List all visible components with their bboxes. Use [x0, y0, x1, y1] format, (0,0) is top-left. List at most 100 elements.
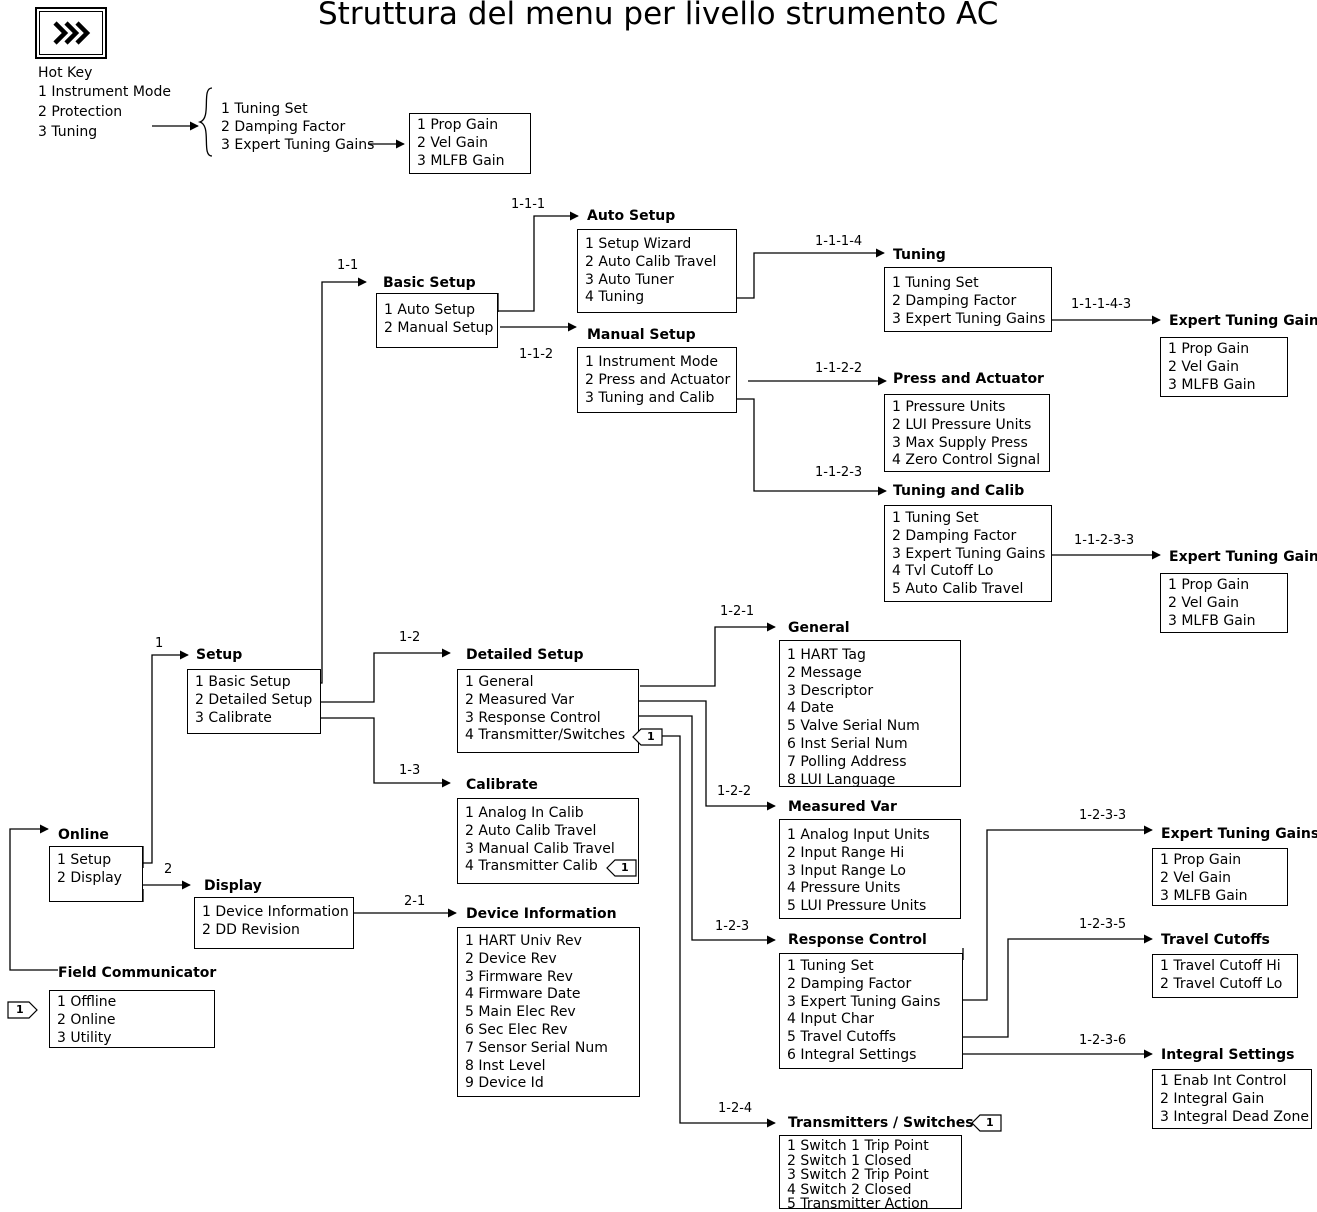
pressure-units-item[interactable]: 1 Pressure Units [892, 399, 1006, 415]
main-elec-rev-item[interactable]: 5 Main Elec Rev [465, 1004, 576, 1021]
hotkey-tuning-item: 2 Damping Factor [221, 119, 346, 135]
hotkey-tuning-list: 1 Tuning Set 2 Damping Factor 3 Expert T… [221, 100, 374, 154]
prop-gain-item[interactable]: 1 Prop Gain [1168, 341, 1250, 357]
travel-cutoff-lo-item[interactable]: 2 Travel Cutoff Lo [1160, 975, 1283, 992]
device-id-item[interactable]: 9 Device Id [465, 1075, 544, 1092]
inst-serial-num-item[interactable]: 6 Inst Serial Num [787, 735, 908, 752]
prop-gain-item[interactable]: 1 Prop Gain [1160, 852, 1242, 868]
measured-var-menu: 1 Analog Input Units 2 Input Range Hi 3 … [779, 819, 961, 919]
polling-address-item[interactable]: 7 Polling Address [787, 753, 907, 770]
tc-tvl-cutoff-item[interactable]: 4 Tvl Cutoff Lo [892, 563, 994, 580]
hart-univ-rev-item[interactable]: 1 HART Univ Rev [465, 933, 582, 949]
response-control-title: Response Control [788, 932, 927, 948]
lui-pressure-units-item[interactable]: 5 LUI Pressure Units [787, 898, 927, 915]
manual-press-actuator-item[interactable]: 2 Press and Actuator [585, 371, 731, 388]
valve-serial-num-item[interactable]: 5 Valve Serial Num [787, 718, 920, 735]
ds-response-control-item[interactable]: 3 Response Control [465, 709, 601, 726]
manual-tuning-calib-item[interactable]: 3 Tuning and Calib [585, 389, 715, 406]
auto-calib-travel-item[interactable]: 2 Auto Calib Travel [585, 253, 717, 270]
basic-manual-setup-item[interactable]: 2 Manual Setup [384, 319, 494, 336]
firmware-date-item[interactable]: 4 Firmware Date [465, 986, 581, 1003]
integral-gain-item[interactable]: 2 Integral Gain [1160, 1090, 1265, 1107]
setup-basic-item[interactable]: 1 Basic Setup [195, 674, 291, 690]
tuning-expert-gains-item[interactable]: 3 Expert Tuning Gains [892, 310, 1046, 327]
display-dd-revision-item[interactable]: 2 DD Revision [202, 921, 300, 938]
display-device-info-item[interactable]: 1 Device Information [202, 904, 349, 920]
path-label: 1-2-3-6 [1079, 1033, 1127, 1048]
pressure-units-item[interactable]: 4 Pressure Units [787, 880, 901, 897]
hart-tag-item[interactable]: 1 HART Tag [787, 647, 866, 663]
integral-settings-menu: 1 Enab Int Control 2 Integral Gain 3 Int… [1152, 1069, 1312, 1129]
cal-transmitter-calib-item[interactable]: 4 Transmitter Calib [465, 858, 598, 875]
tc-tuning-set-item[interactable]: 1 Tuning Set [892, 510, 979, 526]
travel-cutoff-hi-item[interactable]: 1 Travel Cutoff Hi [1160, 958, 1281, 974]
inst-level-item[interactable]: 8 Inst Level [465, 1057, 546, 1074]
device-rev-item[interactable]: 2 Device Rev [465, 950, 557, 967]
descriptor-item[interactable]: 3 Descriptor [787, 682, 874, 699]
switch1-trip-item[interactable]: 1 Switch 1 Trip Point [787, 1138, 929, 1154]
manual-instrument-mode-item[interactable]: 1 Instrument Mode [585, 354, 718, 370]
analog-input-units-item[interactable]: 1 Analog Input Units [787, 827, 930, 843]
cal-analog-in-item[interactable]: 1 Analog In Calib [465, 805, 584, 821]
field-comm-offline-item[interactable]: 1 Offline [57, 994, 117, 1010]
rc-tuning-set-item[interactable]: 1 Tuning Set [787, 958, 874, 974]
ds-measured-var-item[interactable]: 2 Measured Var [465, 691, 575, 708]
vel-gain-item[interactable]: 2 Vel Gain [1168, 594, 1239, 611]
rc-damping-item[interactable]: 2 Damping Factor [787, 975, 912, 992]
prop-gain-item[interactable]: 1 Prop Gain [1168, 577, 1250, 593]
message-item[interactable]: 2 Message [787, 664, 862, 681]
mlfb-gain-item[interactable]: 3 MLFB Gain [1168, 376, 1256, 393]
auto-tuner-item[interactable]: 3 Auto Tuner [585, 271, 674, 288]
sec-elec-rev-item[interactable]: 6 Sec Elec Rev [465, 1021, 568, 1038]
mlfb-gain-item[interactable]: 3 MLFB Gain [1160, 887, 1248, 904]
rc-travel-cutoffs-item[interactable]: 5 Travel Cutoffs [787, 1029, 897, 1046]
switch2-closed-item[interactable]: 4 Switch 2 Closed [787, 1181, 912, 1198]
cal-manual-calib-item[interactable]: 3 Manual Calib Travel [465, 840, 615, 857]
ds-transmitter-switches-item[interactable]: 4 Transmitter/Switches [465, 727, 626, 744]
display-title: Display [204, 878, 262, 894]
firmware-rev-item[interactable]: 3 Firmware Rev [465, 968, 573, 985]
input-range-hi-item[interactable]: 2 Input Range Hi [787, 844, 905, 861]
rc-integral-settings-item[interactable]: 6 Integral Settings [787, 1046, 917, 1063]
auto-tuning-item[interactable]: 4 Tuning [585, 289, 645, 306]
menu-item: 3 MLFB Gain [417, 152, 505, 169]
online-setup-item[interactable]: 1 Setup [57, 852, 112, 868]
tc-damping-item[interactable]: 2 Damping Factor [892, 527, 1017, 544]
switch2-trip-item[interactable]: 3 Switch 2 Trip Point [787, 1167, 929, 1183]
transmitter-action-item[interactable]: 5 Transmitter Action [787, 1196, 929, 1212]
setup-detailed-item[interactable]: 2 Detailed Setup [195, 691, 313, 708]
basic-auto-setup-item[interactable]: 1 Auto Setup [384, 302, 476, 318]
rc-expert-gains-item[interactable]: 3 Expert Tuning Gains [787, 993, 941, 1010]
cal-auto-calib-item[interactable]: 2 Auto Calib Travel [465, 822, 597, 839]
input-range-lo-item[interactable]: 3 Input Range Lo [787, 862, 906, 879]
menu-item: 1 Prop Gain [417, 117, 499, 133]
travel-cutoffs-menu: 1 Travel Cutoff Hi 2 Travel Cutoff Lo [1152, 954, 1298, 998]
integral-dead-zone-item[interactable]: 3 Integral Dead Zone [1160, 1108, 1309, 1125]
max-supply-press-item[interactable]: 3 Max Supply Press [892, 434, 1028, 451]
vel-gain-item[interactable]: 2 Vel Gain [1160, 869, 1231, 886]
tuning-damping-item[interactable]: 2 Damping Factor [892, 292, 1017, 309]
date-item[interactable]: 4 Date [787, 700, 834, 717]
ds-general-item[interactable]: 1 General [465, 674, 534, 690]
mlfb-gain-item[interactable]: 3 MLFB Gain [1168, 612, 1256, 629]
path-label: 1-1-2-2 [815, 361, 863, 376]
setup-calibrate-item[interactable]: 3 Calibrate [195, 709, 272, 726]
vel-gain-item[interactable]: 2 Vel Gain [1168, 358, 1239, 375]
tc-auto-calib-item[interactable]: 5 Auto Calib Travel [892, 581, 1024, 598]
tuning-set-item[interactable]: 1 Tuning Set [892, 275, 979, 291]
path-label: 1-1-1 [511, 197, 546, 212]
lui-pressure-units-item[interactable]: 2 LUI Pressure Units [892, 416, 1032, 433]
rc-input-char-item[interactable]: 4 Input Char [787, 1011, 875, 1028]
sensor-serial-num-item[interactable]: 7 Sensor Serial Num [465, 1039, 608, 1056]
detailed-setup-menu: 1 General 2 Measured Var 3 Response Cont… [457, 669, 639, 753]
enab-int-control-item[interactable]: 1 Enab Int Control [1160, 1073, 1287, 1089]
auto-setup-wizard-item[interactable]: 1 Setup Wizard [585, 236, 692, 252]
tuning-title: Tuning [893, 247, 946, 263]
field-comm-online-item[interactable]: 2 Online [57, 1011, 116, 1028]
online-display-item[interactable]: 2 Display [57, 869, 122, 886]
switch1-closed-item[interactable]: 2 Switch 1 Closed [787, 1152, 912, 1169]
field-comm-utility-item[interactable]: 3 Utility [57, 1029, 112, 1046]
lui-language-item[interactable]: 8 LUI Language [787, 771, 896, 788]
zero-control-signal-item[interactable]: 4 Zero Control Signal [892, 452, 1041, 469]
tc-expert-gains-item[interactable]: 3 Expert Tuning Gains [892, 545, 1046, 562]
